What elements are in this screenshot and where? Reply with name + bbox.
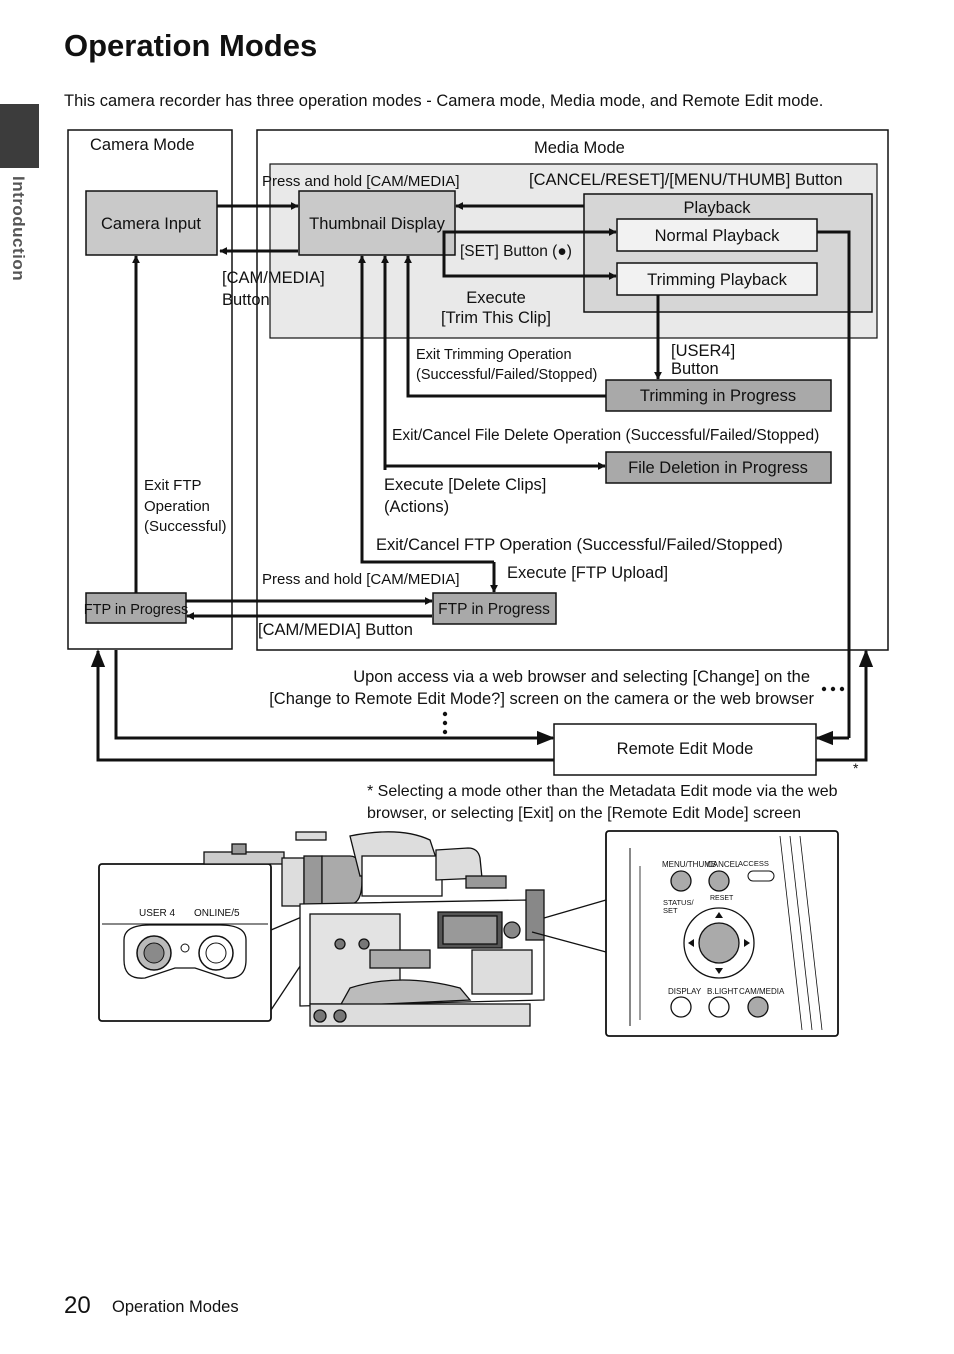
- line-playback-to-remote: [817, 230, 851, 738]
- svg-text:ONLINE/5: ONLINE/5: [194, 908, 240, 919]
- ftp-in-progress-camera-label: FTP in Progress: [84, 602, 189, 618]
- exit-ftp-line3: (Successful): [144, 518, 227, 535]
- remote-edit-mode-box: [553, 723, 817, 776]
- arrow-set-to-normal: [442, 228, 617, 255]
- svg-text:USER 4: USER 4: [139, 908, 176, 919]
- footnote: * Selecting a mode other than the Metada…: [367, 783, 838, 822]
- svg-text:CAM/MEDIA: CAM/MEDIA: [739, 987, 785, 996]
- svg-text:DISPLAY: DISPLAY: [668, 987, 702, 996]
- upon-access-line2: [Change to Remote Edit Mode?] screen on …: [269, 690, 814, 708]
- normal-playback-box: [616, 218, 818, 252]
- normal-playback-label: Normal Playback: [655, 227, 780, 245]
- control-panel-callout: MENU/THUMB CANCEL ACCESS RESET STATUS/ S…: [605, 830, 839, 1037]
- svg-text:B.LIGHT: B.LIGHT: [707, 987, 738, 996]
- ftp-in-progress-media-box: [432, 592, 557, 625]
- execute-delete-line2: (Actions): [384, 498, 449, 516]
- cam-media-button-icon: [747, 996, 769, 1018]
- ftp-in-progress-media-label: FTP in Progress: [438, 601, 550, 618]
- upon-access-line1: Upon access via a web browser and select…: [353, 668, 810, 686]
- trimming-in-progress-label: Trimming in Progress: [640, 387, 796, 405]
- ftp-in-progress-camera-box: [85, 592, 187, 624]
- section-tab-label: Introduction: [9, 176, 28, 282]
- access-lamp-icon: [747, 870, 775, 882]
- camera-input-label: Camera Input: [101, 215, 201, 233]
- execute-delete-line1: Execute [Delete Clips]: [384, 476, 546, 494]
- b-light-button-icon: [708, 996, 730, 1018]
- section-tab-marker: [0, 104, 39, 168]
- thumbnail-display-box: [298, 190, 456, 256]
- media-mode-label: Media Mode: [534, 139, 625, 157]
- camera-mode-label: Camera Mode: [90, 136, 195, 154]
- remote-edit-mode-label: Remote Edit Mode: [617, 740, 754, 758]
- execute-ftp-label: Execute [FTP Upload]: [507, 564, 668, 582]
- thumbnail-display-label: Thumbnail Display: [309, 215, 445, 233]
- intro-paragraph: This camera recorder has three operation…: [64, 92, 824, 110]
- trimming-playback-box: [616, 262, 818, 296]
- exit-trimming-line2: (Successful/Failed/Stopped): [416, 367, 597, 383]
- press-hold-top: Press and hold [CAM/MEDIA]: [262, 173, 460, 190]
- execute-trim-line2: [Trim This Clip]: [441, 309, 551, 327]
- arrow-ftp-exit: [358, 255, 494, 564]
- exit-cancel-ftp-label: Exit/Cancel FTP Operation (Successful/Fa…: [376, 536, 783, 554]
- cam-media-button-line2: Button: [222, 291, 270, 309]
- user4-line1: [USER4]: [671, 342, 735, 360]
- svg-text:CANCEL: CANCEL: [707, 860, 740, 869]
- camera-body-illustration: [203, 831, 545, 1027]
- trimming-playback-label: Trimming Playback: [647, 271, 787, 289]
- footer-title: Operation Modes: [112, 1298, 239, 1316]
- page-title: Operation Modes: [64, 28, 318, 63]
- set-button-label: [SET] Button (●): [460, 243, 572, 260]
- arrow-trimming-exit: [404, 255, 606, 398]
- user4-line2: Button: [671, 360, 719, 378]
- asterisk-mark: *: [853, 760, 859, 776]
- menu-thumb-button-icon: [670, 870, 692, 892]
- file-deletion-label: File Deletion in Progress: [628, 459, 808, 477]
- svg-text:SET: SET: [663, 906, 678, 915]
- trimming-in-progress-box: [605, 379, 832, 412]
- cancel-reset-label: [CANCEL/RESET]/[MENU/THUMB] Button: [529, 171, 843, 189]
- svg-text:ACCESS: ACCESS: [738, 859, 769, 868]
- user4-panel: USER 4 ONLINE/5: [98, 863, 272, 1022]
- file-deletion-box: [605, 451, 832, 484]
- exit-cancel-delete-label: Exit/Cancel File Delete Operation (Succe…: [392, 427, 819, 444]
- camera-input-box: [85, 190, 218, 256]
- svg-text:STATUS/: STATUS/: [663, 898, 694, 907]
- page-number: 20: [64, 1292, 91, 1319]
- cam-media-button-line1: [CAM/MEDIA]: [222, 269, 325, 287]
- arrow-set-to-trimming: [442, 255, 617, 280]
- playback-label: Playback: [684, 199, 752, 217]
- exit-ftp-line2: Operation: [144, 498, 210, 515]
- arrow-camera-to-remote: [114, 650, 555, 746]
- svg-text:RESET: RESET: [710, 895, 734, 902]
- cam-media-button-bottom: [CAM/MEDIA] Button: [258, 621, 413, 639]
- execute-trim-line1: Execute: [466, 289, 526, 307]
- exit-ftp-line1: Exit FTP: [144, 477, 202, 494]
- svg-text:MENU/THUMB: MENU/THUMB: [662, 860, 716, 869]
- arrow-remote-to-camera: [90, 649, 554, 762]
- press-hold-bottom: Press and hold [CAM/MEDIA]: [262, 571, 460, 588]
- cancel-button-icon: [708, 870, 730, 892]
- exit-trimming-line1: Exit Trimming Operation: [416, 347, 572, 363]
- arrow-remote-to-media: [816, 649, 874, 762]
- display-button-icon: [670, 996, 692, 1018]
